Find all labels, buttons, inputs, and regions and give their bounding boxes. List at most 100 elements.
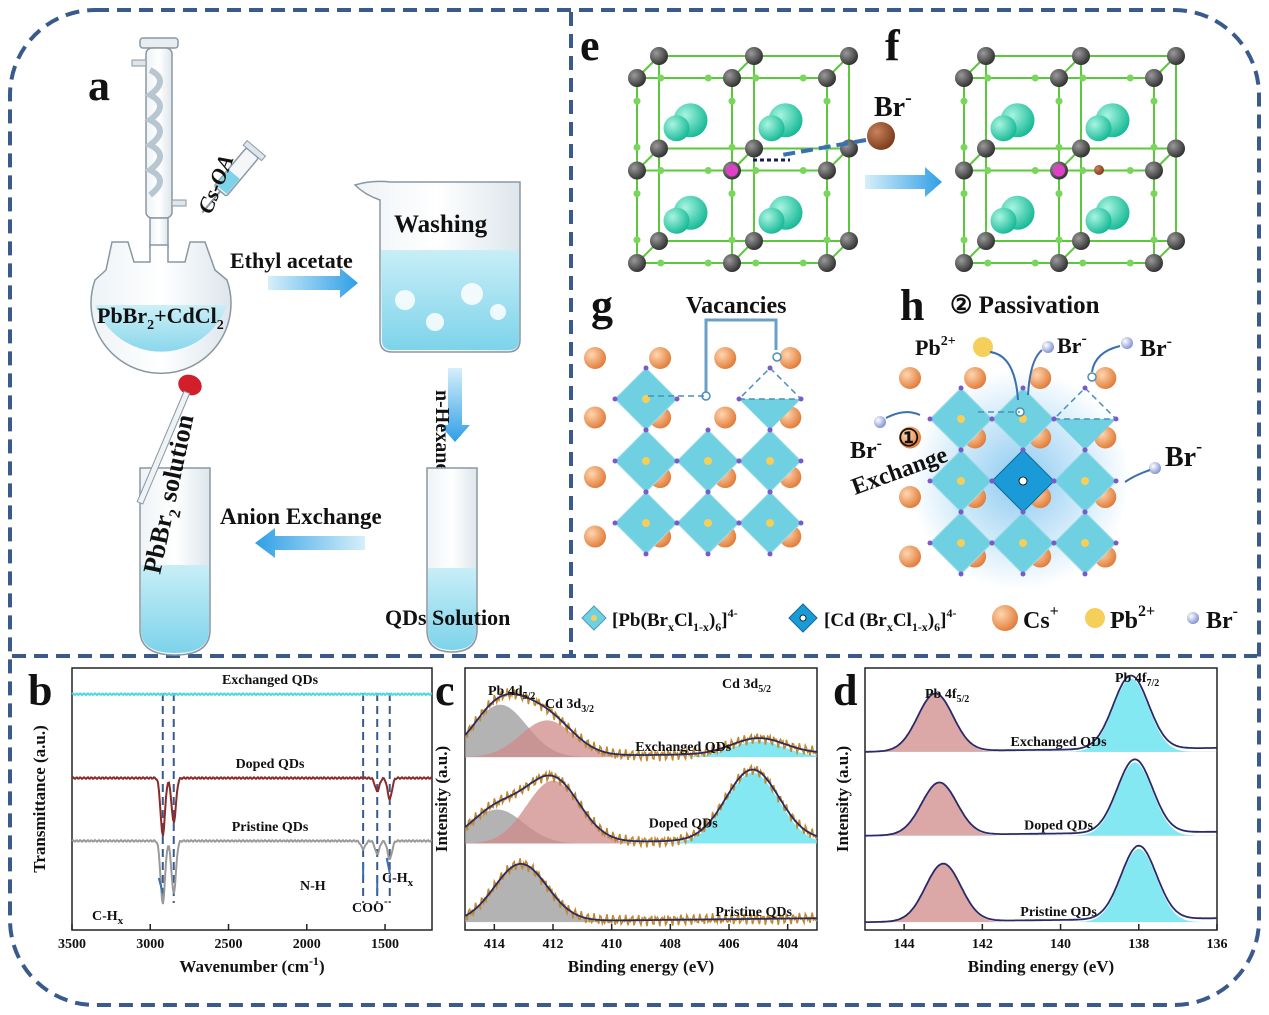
legend-pb-octahedron: [Pb(BrxCl1-x)6]4- <box>581 605 738 634</box>
fit-line-1 <box>865 758 1218 837</box>
raw-line-2 <box>465 858 818 928</box>
annotation-b-0: C-Hx <box>92 909 124 927</box>
raw-line-0 <box>464 688 818 763</box>
xlabel-d: Binding energy (eV) <box>968 957 1114 976</box>
panel-h-passivation-lattice: h ② Passivation Pb2+ Br- Br- Br- ① Excha… <box>848 281 1202 590</box>
peak-fill-1 <box>465 772 817 844</box>
hexane-label: n-Hexane <box>431 390 453 472</box>
br-label-h4: Br- <box>1165 436 1202 473</box>
panel-letter-a: a <box>88 61 110 110</box>
xtick-c-4: 406 <box>719 937 740 952</box>
series-label-d-1: Doped QDs <box>1024 819 1093 834</box>
annotation-arrow-b-3 <box>385 857 391 874</box>
svg-text:[Pb(BrxCl1-x)6]4-: [Pb(BrxCl1-x)6]4- <box>612 606 738 634</box>
legend-pb: Pb2+ <box>1085 603 1155 634</box>
arrow-left-anion <box>255 528 365 558</box>
precursor-label: PbBr2+CdCl2 <box>97 303 224 333</box>
peak-fill-2 <box>865 864 1217 923</box>
anion-exchange-label: Anion Exchange <box>220 504 382 529</box>
series-label-d-0: Exchanged QDs <box>1011 735 1108 750</box>
xtick-b-3: 2000 <box>293 937 321 952</box>
series-label-d-2: Pristine QDs <box>1020 905 1097 920</box>
qds-solution-label: QDs Solution <box>385 605 510 630</box>
xtick-c-1: 412 <box>543 937 564 952</box>
xtick-d-2: 140 <box>1050 937 1071 952</box>
annotation-arrow-b-0 <box>157 877 164 894</box>
xtick-c-3: 408 <box>660 937 681 952</box>
syringe-icon <box>201 139 267 214</box>
peak-fill-0 <box>865 694 1217 752</box>
fit-line-0 <box>464 693 818 756</box>
washing-label: Washing <box>394 211 488 238</box>
xtick-d-0: 144 <box>894 937 915 952</box>
condenser-icon <box>131 37 187 249</box>
annotation-b-2: COO- <box>352 894 388 916</box>
fit-line-2 <box>865 844 1217 923</box>
xlabel-c: Binding energy (eV) <box>568 957 714 976</box>
ylabel-d: Intensity (a.u.) <box>833 746 852 852</box>
br-label-h3: Br- <box>850 435 882 464</box>
pipette-icon <box>136 374 202 505</box>
panel-a-synthesis-scheme: a PbBr2+CdCl2 Cs-OA Ethyl acetate <box>88 37 521 656</box>
xtick-d-1: 142 <box>972 937 993 952</box>
test-tube-pbbr2-icon <box>139 467 211 656</box>
ylabel-b: Transmittance (a.u.) <box>30 725 49 872</box>
vacancies-label: Vacancies <box>686 293 786 319</box>
raw-line-1 <box>464 763 818 849</box>
lattice-g <box>584 347 804 557</box>
svg-text:[Cd (BrxCl1-x)6]4-: [Cd (BrxCl1-x)6]4- <box>824 606 956 634</box>
peak-fill-2 <box>865 848 1217 923</box>
xtick-b-4: 1500 <box>371 937 399 952</box>
series-label-c-0: Exchanged QDs <box>635 740 732 755</box>
xtick-c-0: 414 <box>484 937 505 952</box>
arrow-right-ef <box>865 167 942 197</box>
panel-letter-h: h <box>900 281 924 330</box>
panel-g-vacancies-lattice: g Vacancies <box>584 281 804 557</box>
test-tube-qds-icon <box>426 467 478 653</box>
xtick-c-2: 410 <box>601 937 622 952</box>
fit-line-1 <box>464 768 818 843</box>
beaker-icon <box>353 180 521 353</box>
three-neck-flask-icon <box>90 241 232 374</box>
xlabel-b: Wavenumber (cm-1) <box>179 954 324 976</box>
outer-border <box>8 8 1261 1007</box>
br-label-h2: Br- <box>1140 333 1172 362</box>
lattice-e <box>628 47 858 272</box>
peak-fill-1 <box>465 780 817 844</box>
br-path-arrow <box>781 138 867 157</box>
ethyl-acetate-label: Ethyl acetate <box>230 248 353 273</box>
legend-cs: Cs+ <box>992 603 1059 634</box>
svg-text:Pb2+: Pb2+ <box>1110 603 1155 634</box>
peak-fill-0 <box>865 678 1217 752</box>
panel-ef-crystal-structures: e f Br- <box>580 21 1185 272</box>
xtick-c-5: 404 <box>777 937 798 952</box>
lattice-h <box>899 367 1119 577</box>
series-label-c-1: Doped QDs <box>649 817 718 832</box>
lattice-f <box>955 47 1185 272</box>
svg-text:Br-: Br- <box>1206 603 1238 634</box>
panel-letter-e: e <box>580 21 600 70</box>
series-label-2: Pristine QDs <box>232 820 309 835</box>
panel-letter-f: f <box>885 21 901 70</box>
xtick-b-0: 3500 <box>58 937 86 952</box>
peak-fill-2 <box>465 864 817 923</box>
annotation-b-1: N-H <box>300 879 326 894</box>
annotation-b-3: C-Hx <box>382 871 414 889</box>
panel-letter-b: b <box>28 666 52 715</box>
ylabel-c: Intensity (a.u.) <box>432 746 451 852</box>
series-line-2 <box>71 838 433 905</box>
pb-ion-h <box>973 337 993 357</box>
series-line-0 <box>71 692 433 697</box>
series-line-1 <box>71 775 433 837</box>
series-label-c-2: Pristine QDs <box>715 905 792 920</box>
panel-letter-d: d <box>833 666 857 715</box>
fit-line-0 <box>865 674 1217 753</box>
peak-label-c-2: Cd 3d5/2 <box>722 677 771 695</box>
xtick-b-1: 3000 <box>136 937 164 952</box>
xtick-d-3: 138 <box>1128 937 1149 952</box>
passivation-label: ② Passivation <box>950 292 1100 319</box>
